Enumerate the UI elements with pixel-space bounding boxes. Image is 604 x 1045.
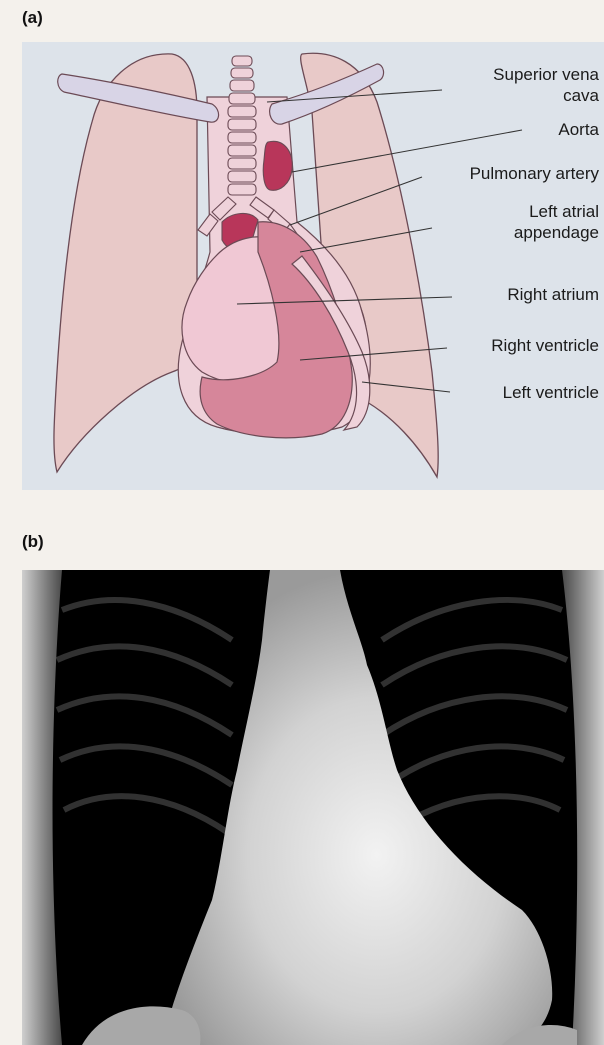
callout-right-atrium: Right atrium [452,284,599,305]
callout-aorta: Aorta [492,119,599,140]
trachea [228,56,256,195]
callout-svc-line2: cava [434,85,599,106]
callout-laa-line1: Left atrial [462,201,599,222]
panel-label-a: (a) [22,8,43,28]
chest-xray-image [22,570,604,1045]
heart-diagram-panel: Superior vena cava Aorta Pulmonary arter… [22,42,604,490]
callout-laa-line2: appendage [462,222,599,243]
chest-xray [22,570,604,1045]
callout-svc-line1: Superior vena [434,64,599,85]
callout-superior-vena-cava: Superior vena cava [434,64,599,106]
right-lung [54,54,197,472]
callout-left-atrial-appendage: Left atrial appendage [462,201,599,243]
callout-left-ventricle: Left ventricle [450,382,599,403]
panel-label-b: (b) [22,532,44,552]
callout-right-ventricle: Right ventricle [442,335,599,356]
heart-diagram [22,42,604,490]
callout-pulmonary-artery: Pulmonary artery [420,163,599,184]
